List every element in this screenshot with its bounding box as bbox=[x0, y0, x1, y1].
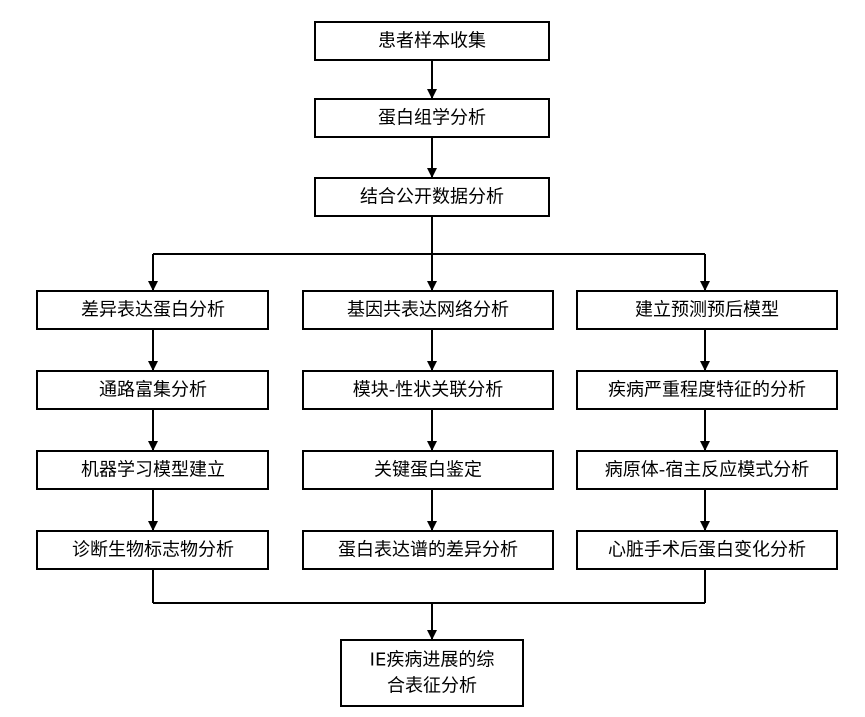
node-label: 病原体-宿主反应模式分析 bbox=[605, 460, 810, 481]
node-label: 机器学习模型建立 bbox=[81, 460, 225, 481]
node-coexpression-network: 基因共表达网络分析 bbox=[302, 290, 554, 330]
node-key-protein: 关键蛋白鉴定 bbox=[302, 450, 554, 490]
node-label-line2: 合表征分析 bbox=[387, 676, 477, 697]
node-disease-severity: 疾病严重程度特征的分析 bbox=[576, 370, 838, 410]
node-diagnostic-biomarker: 诊断生物标志物分析 bbox=[36, 530, 269, 570]
node-differential-protein-analysis: 差异表达蛋白分析 bbox=[36, 290, 269, 330]
node-public-data-analysis: 结合公开数据分析 bbox=[314, 177, 550, 217]
node-label-line1: IE疾病进展的综 bbox=[370, 650, 495, 671]
node-label: 关键蛋白鉴定 bbox=[374, 460, 482, 481]
node-label: 模块-性状关联分析 bbox=[353, 380, 504, 401]
node-pathway-enrichment: 通路富集分析 bbox=[36, 370, 269, 410]
node-expression-profile-diff: 蛋白表达谱的差异分析 bbox=[302, 530, 554, 570]
node-ie-comprehensive-characterization: IE疾病进展的综 合表征分析 bbox=[340, 639, 524, 707]
node-label: 通路富集分析 bbox=[99, 380, 207, 401]
node-prognostic-model: 建立预测预后模型 bbox=[576, 290, 838, 330]
node-label: 结合公开数据分析 bbox=[360, 187, 504, 208]
node-label: 诊断生物标志物分析 bbox=[72, 540, 234, 561]
node-label: 患者样本收集 bbox=[378, 31, 486, 52]
node-label: 蛋白表达谱的差异分析 bbox=[338, 540, 518, 561]
node-module-trait: 模块-性状关联分析 bbox=[302, 370, 554, 410]
node-proteomics-analysis: 蛋白组学分析 bbox=[314, 98, 550, 138]
node-pathogen-host: 病原体-宿主反应模式分析 bbox=[576, 450, 838, 490]
node-ml-model: 机器学习模型建立 bbox=[36, 450, 269, 490]
node-label: 差异表达蛋白分析 bbox=[81, 300, 225, 321]
node-label: 疾病严重程度特征的分析 bbox=[608, 380, 806, 401]
node-post-cardiac-surgery: 心脏手术后蛋白变化分析 bbox=[576, 530, 838, 570]
node-label: 心脏手术后蛋白变化分析 bbox=[608, 540, 806, 561]
node-label: 基因共表达网络分析 bbox=[347, 300, 509, 321]
node-patient-sample-collection: 患者样本收集 bbox=[314, 21, 550, 61]
node-label: 建立预测预后模型 bbox=[635, 300, 779, 321]
node-label: 蛋白组学分析 bbox=[378, 108, 486, 129]
